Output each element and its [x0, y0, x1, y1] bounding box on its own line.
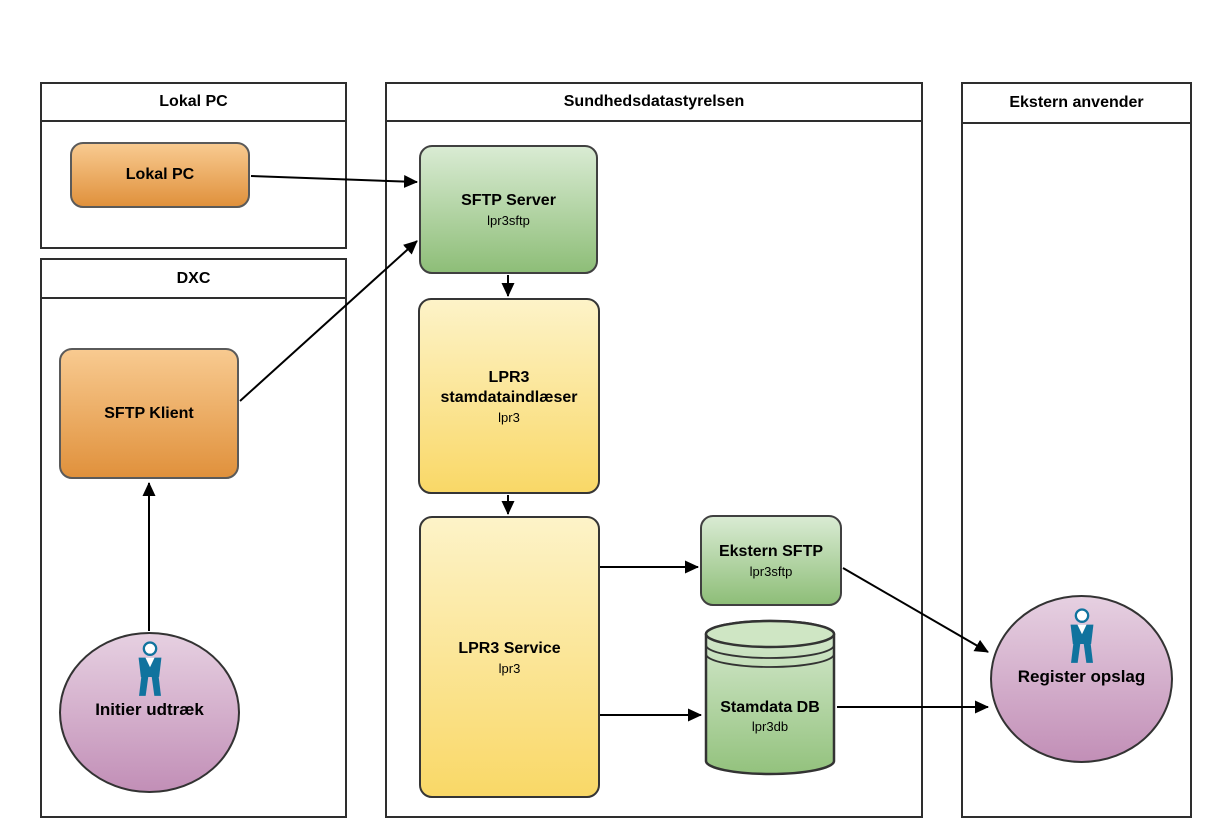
node-sftp-server-subtitle: lpr3sftp — [487, 213, 530, 228]
lane-lokal-pc-title: Lokal PC — [159, 93, 228, 110]
node-ekstern-sftp-title: Ekstern SFTP — [718, 543, 824, 560]
node-sftp-klient: SFTP Klient — [59, 348, 239, 479]
actor-initier-udtraek-label: Initier udtræk — [95, 700, 204, 719]
node-sftp-server-title: SFTP Server — [461, 192, 556, 209]
lane-lokal-pc-header: Lokal PC — [42, 84, 345, 122]
lane-ekstern-anvender-title: Ekstern anvender — [1009, 94, 1144, 111]
lane-dxc-header: DXC — [42, 260, 345, 299]
node-lpr3-stamdataindlaeser-subtitle: lpr3 — [498, 409, 520, 425]
node-ekstern-sftp: Ekstern SFTP lpr3sftp — [700, 515, 842, 606]
node-stamdata-db-title: Stamdata DB — [720, 699, 820, 716]
node-lokal-pc: Lokal PC — [70, 142, 250, 208]
node-lokal-pc-title: Lokal PC — [125, 166, 195, 183]
node-sftp-server: SFTP Server lpr3sftp — [419, 145, 598, 274]
node-lpr3-stamdataindlaeser: LPR3 stamdataindlæser lpr3 — [418, 298, 600, 494]
person-icon — [1070, 608, 1093, 663]
lane-sundhedsdatastyrelsen-title: Sundhedsdatastyrelsen — [563, 93, 745, 110]
lane-sundhedsdatastyrelsen-header: Sundhedsdatastyrelsen — [387, 84, 921, 122]
actor-initier-udtraek: Initier udtræk — [59, 632, 240, 793]
database-cylinder-shape — [704, 619, 836, 776]
person-icon — [138, 641, 161, 696]
node-sftp-klient-title: SFTP Klient — [104, 404, 194, 422]
node-lpr3-stamdataindlaeser-title: LPR3 stamdataindlæser — [440, 368, 578, 406]
lane-ekstern-anvender-header: Ekstern anvender — [963, 84, 1190, 124]
lane-dxc-title: DXC — [176, 269, 211, 287]
actor-register-opslag-label: Register opslag — [1017, 667, 1146, 686]
node-lpr3-service-subtitle: lpr3 — [498, 660, 521, 676]
actor-register-opslag: Register opslag — [990, 595, 1173, 763]
node-stamdata-db: Stamdata DB lpr3db — [704, 620, 836, 775]
node-stamdata-db-subtitle: lpr3db — [751, 719, 789, 734]
node-ekstern-sftp-subtitle: lpr3sftp — [749, 564, 793, 579]
node-lpr3-service-title: LPR3 Service — [458, 639, 561, 657]
node-lpr3-service: LPR3 Service lpr3 — [419, 516, 600, 798]
